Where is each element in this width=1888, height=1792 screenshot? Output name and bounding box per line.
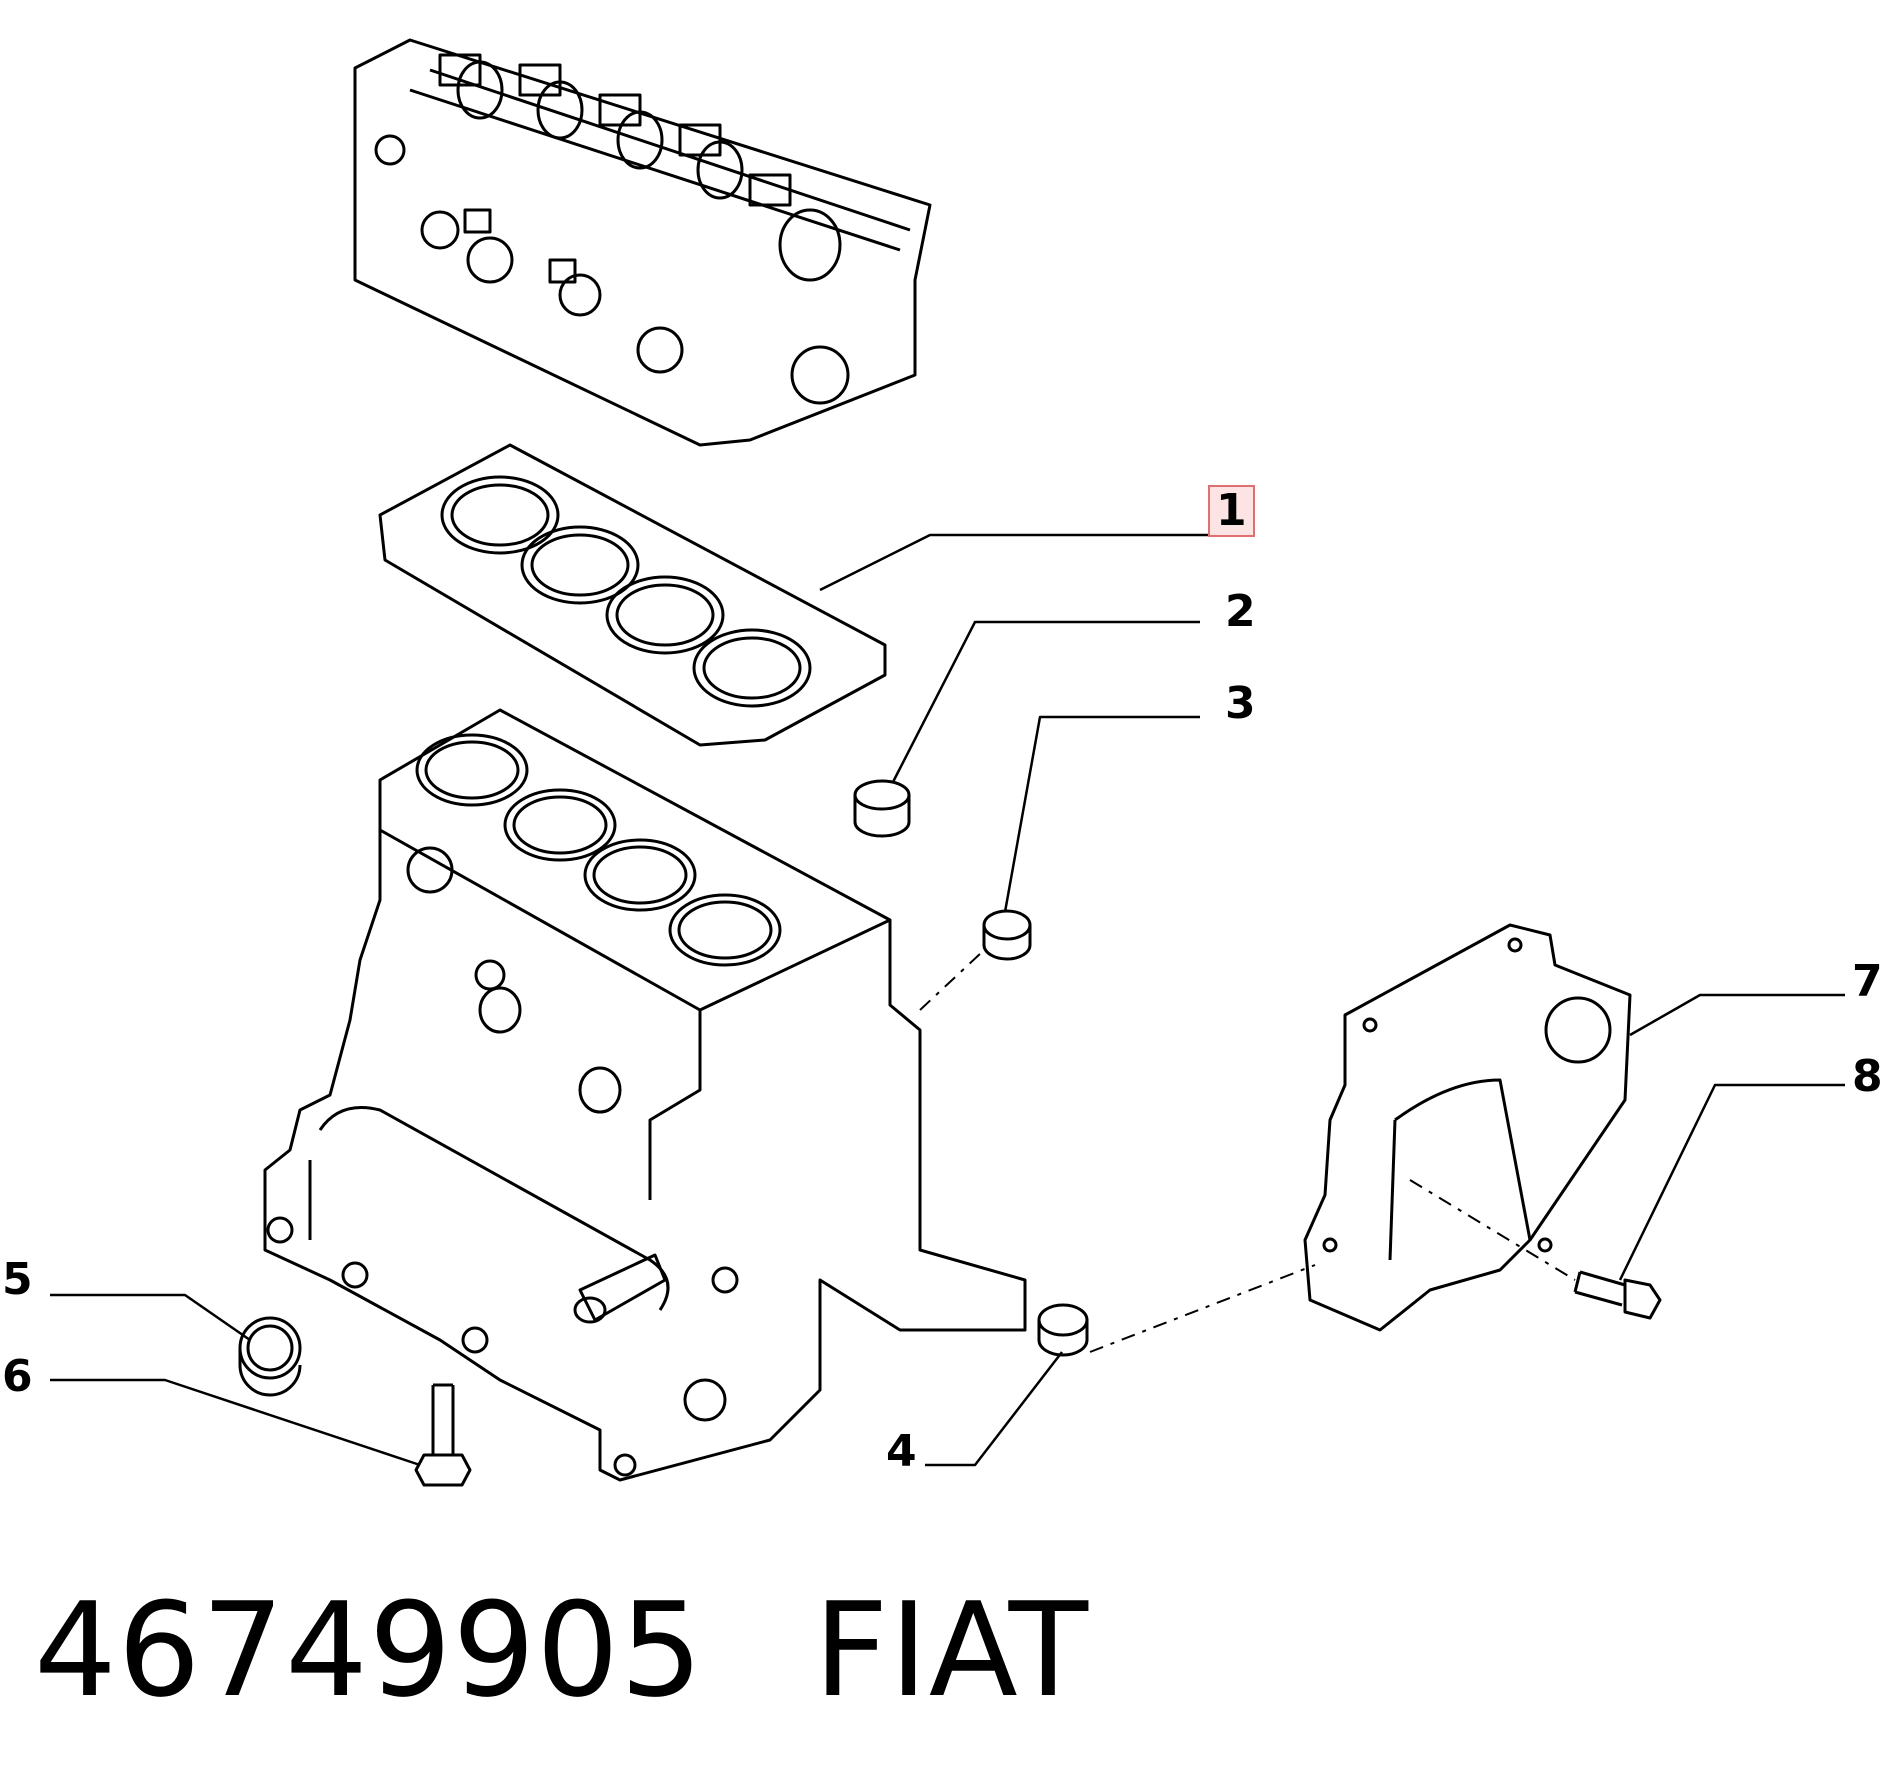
dowel-sleeve-3: [982, 909, 1032, 961]
sleeve-5: [238, 1316, 302, 1397]
callout-6[interactable]: 6: [2, 1351, 33, 1402]
head-gasket: [378, 443, 887, 747]
bolt-8: [1573, 1270, 1662, 1320]
callout-7[interactable]: 7: [1852, 956, 1883, 1007]
callout-8[interactable]: 8: [1852, 1051, 1883, 1102]
bolt-6: [414, 1383, 472, 1487]
cylinder-head: [353, 38, 932, 447]
engine-block: [263, 708, 1027, 1482]
dowel-sleeve-2: [853, 779, 911, 838]
leader-lines: [50, 533, 1845, 1467]
brand-name: FIAT: [813, 1574, 1090, 1726]
sleeve-4: [1037, 1303, 1089, 1357]
callout-4[interactable]: 4: [886, 1426, 917, 1477]
callout-3[interactable]: 3: [1225, 678, 1256, 729]
callout-5[interactable]: 5: [2, 1254, 33, 1305]
part-number: 46749905: [34, 1574, 704, 1726]
cover-plate-7: [1303, 923, 1632, 1332]
assembly-lines: [919, 951, 1576, 1353]
callout-2[interactable]: 2: [1225, 586, 1256, 637]
callout-1[interactable]: 1: [1208, 485, 1255, 537]
